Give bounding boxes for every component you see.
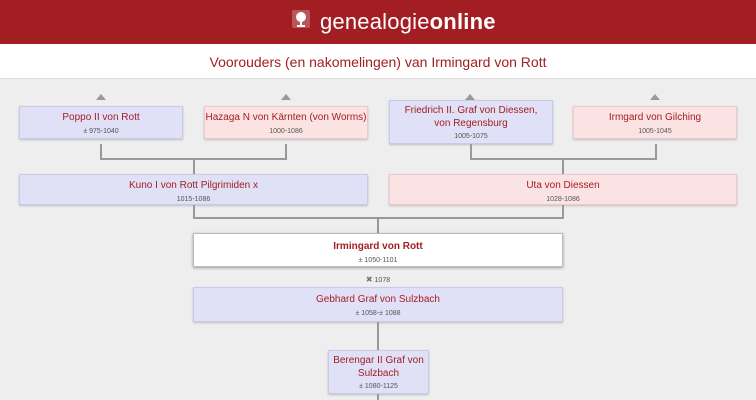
expand-ancestors-arrow-icon[interactable] — [96, 94, 106, 100]
person-name: Kuno I von Rott Pilgrimiden x — [129, 180, 258, 191]
expand-ancestors-arrow-icon[interactable] — [465, 94, 475, 100]
person-name: Irmgard von Gilching — [608, 112, 702, 123]
marriage-icon: ✖ — [365, 275, 373, 284]
person-dates: ± 1050-1101 — [358, 257, 398, 264]
marriage-year: 1078 — [374, 277, 391, 284]
connector-line — [562, 158, 564, 174]
connector-line — [285, 144, 287, 159]
marriage-info: ✖ 1078 — [0, 275, 756, 284]
expand-ancestors-arrow-icon[interactable] — [281, 94, 291, 100]
parent-card[interactable]: Kuno I von Rott Pilgrimiden x 1015-1086 — [19, 174, 368, 205]
person-name: Irmingard von Rott — [333, 241, 423, 252]
spouse-card[interactable]: Gebhard Graf von Sulzbach ± 1058-± 1088 — [193, 287, 563, 322]
person-name: Poppo II von Rott — [62, 112, 140, 123]
person-dates: 1005-1045 — [638, 128, 672, 135]
page-title: Voorouders (en nakomelingen) van Irminga… — [209, 54, 547, 70]
ancestor-card[interactable]: Friedrich II. Graf von Diessen, von Rege… — [389, 100, 553, 144]
site-header: genealogieonline — [0, 0, 756, 44]
connector-line — [100, 144, 102, 159]
person-name: Gebhard Graf von Sulzbach — [316, 294, 440, 305]
ancestor-card[interactable]: Poppo II von Rott ± 975-1040 — [19, 106, 183, 139]
person-dates: 1028-1086 — [546, 196, 580, 203]
person-name: Berengar II Graf von Sulzbach — [333, 355, 424, 379]
parent-card[interactable]: Uta von Diessen 1028-1086 — [389, 174, 737, 205]
child-card[interactable]: Berengar II Graf von Sulzbach ± 1080-112… — [328, 350, 429, 394]
connector-line — [655, 144, 657, 159]
family-tree-logo-icon[interactable] — [292, 10, 310, 28]
connector-line — [377, 322, 379, 350]
person-name: Friedrich II. Graf von Diessen, von Rege… — [404, 105, 538, 129]
expand-ancestors-arrow-icon[interactable] — [650, 94, 660, 100]
ancestor-card[interactable]: Irmgard von Gilching 1005-1045 — [573, 106, 737, 139]
connector-line — [377, 217, 379, 233]
person-dates: 1000-1086 — [269, 128, 303, 135]
person-dates: 1015-1086 — [176, 196, 211, 203]
connector-line — [470, 144, 472, 159]
subject-person-card[interactable]: Irmingard von Rott ± 1050-1101 — [193, 233, 563, 267]
person-name: Uta von Diessen — [526, 180, 600, 191]
title-bar: Voorouders (en nakomelingen) van Irminga… — [0, 44, 756, 79]
person-dates: 1005-1075 — [454, 133, 488, 140]
person-dates: ± 1080-1125 — [359, 383, 398, 390]
person-name: Hazaga N von Kärnten (von Worms) — [205, 112, 367, 123]
ancestor-card[interactable]: Hazaga N von Kärnten (von Worms) 1000-10… — [204, 106, 368, 139]
connector-line — [193, 158, 195, 174]
person-dates: ± 975-1040 — [83, 128, 119, 135]
connector-line — [193, 205, 195, 218]
person-dates: ± 1058-± 1088 — [355, 310, 401, 317]
connector-line — [562, 205, 564, 218]
connector-line — [377, 394, 379, 400]
site-brand[interactable]: genealogieonline — [320, 9, 496, 34]
